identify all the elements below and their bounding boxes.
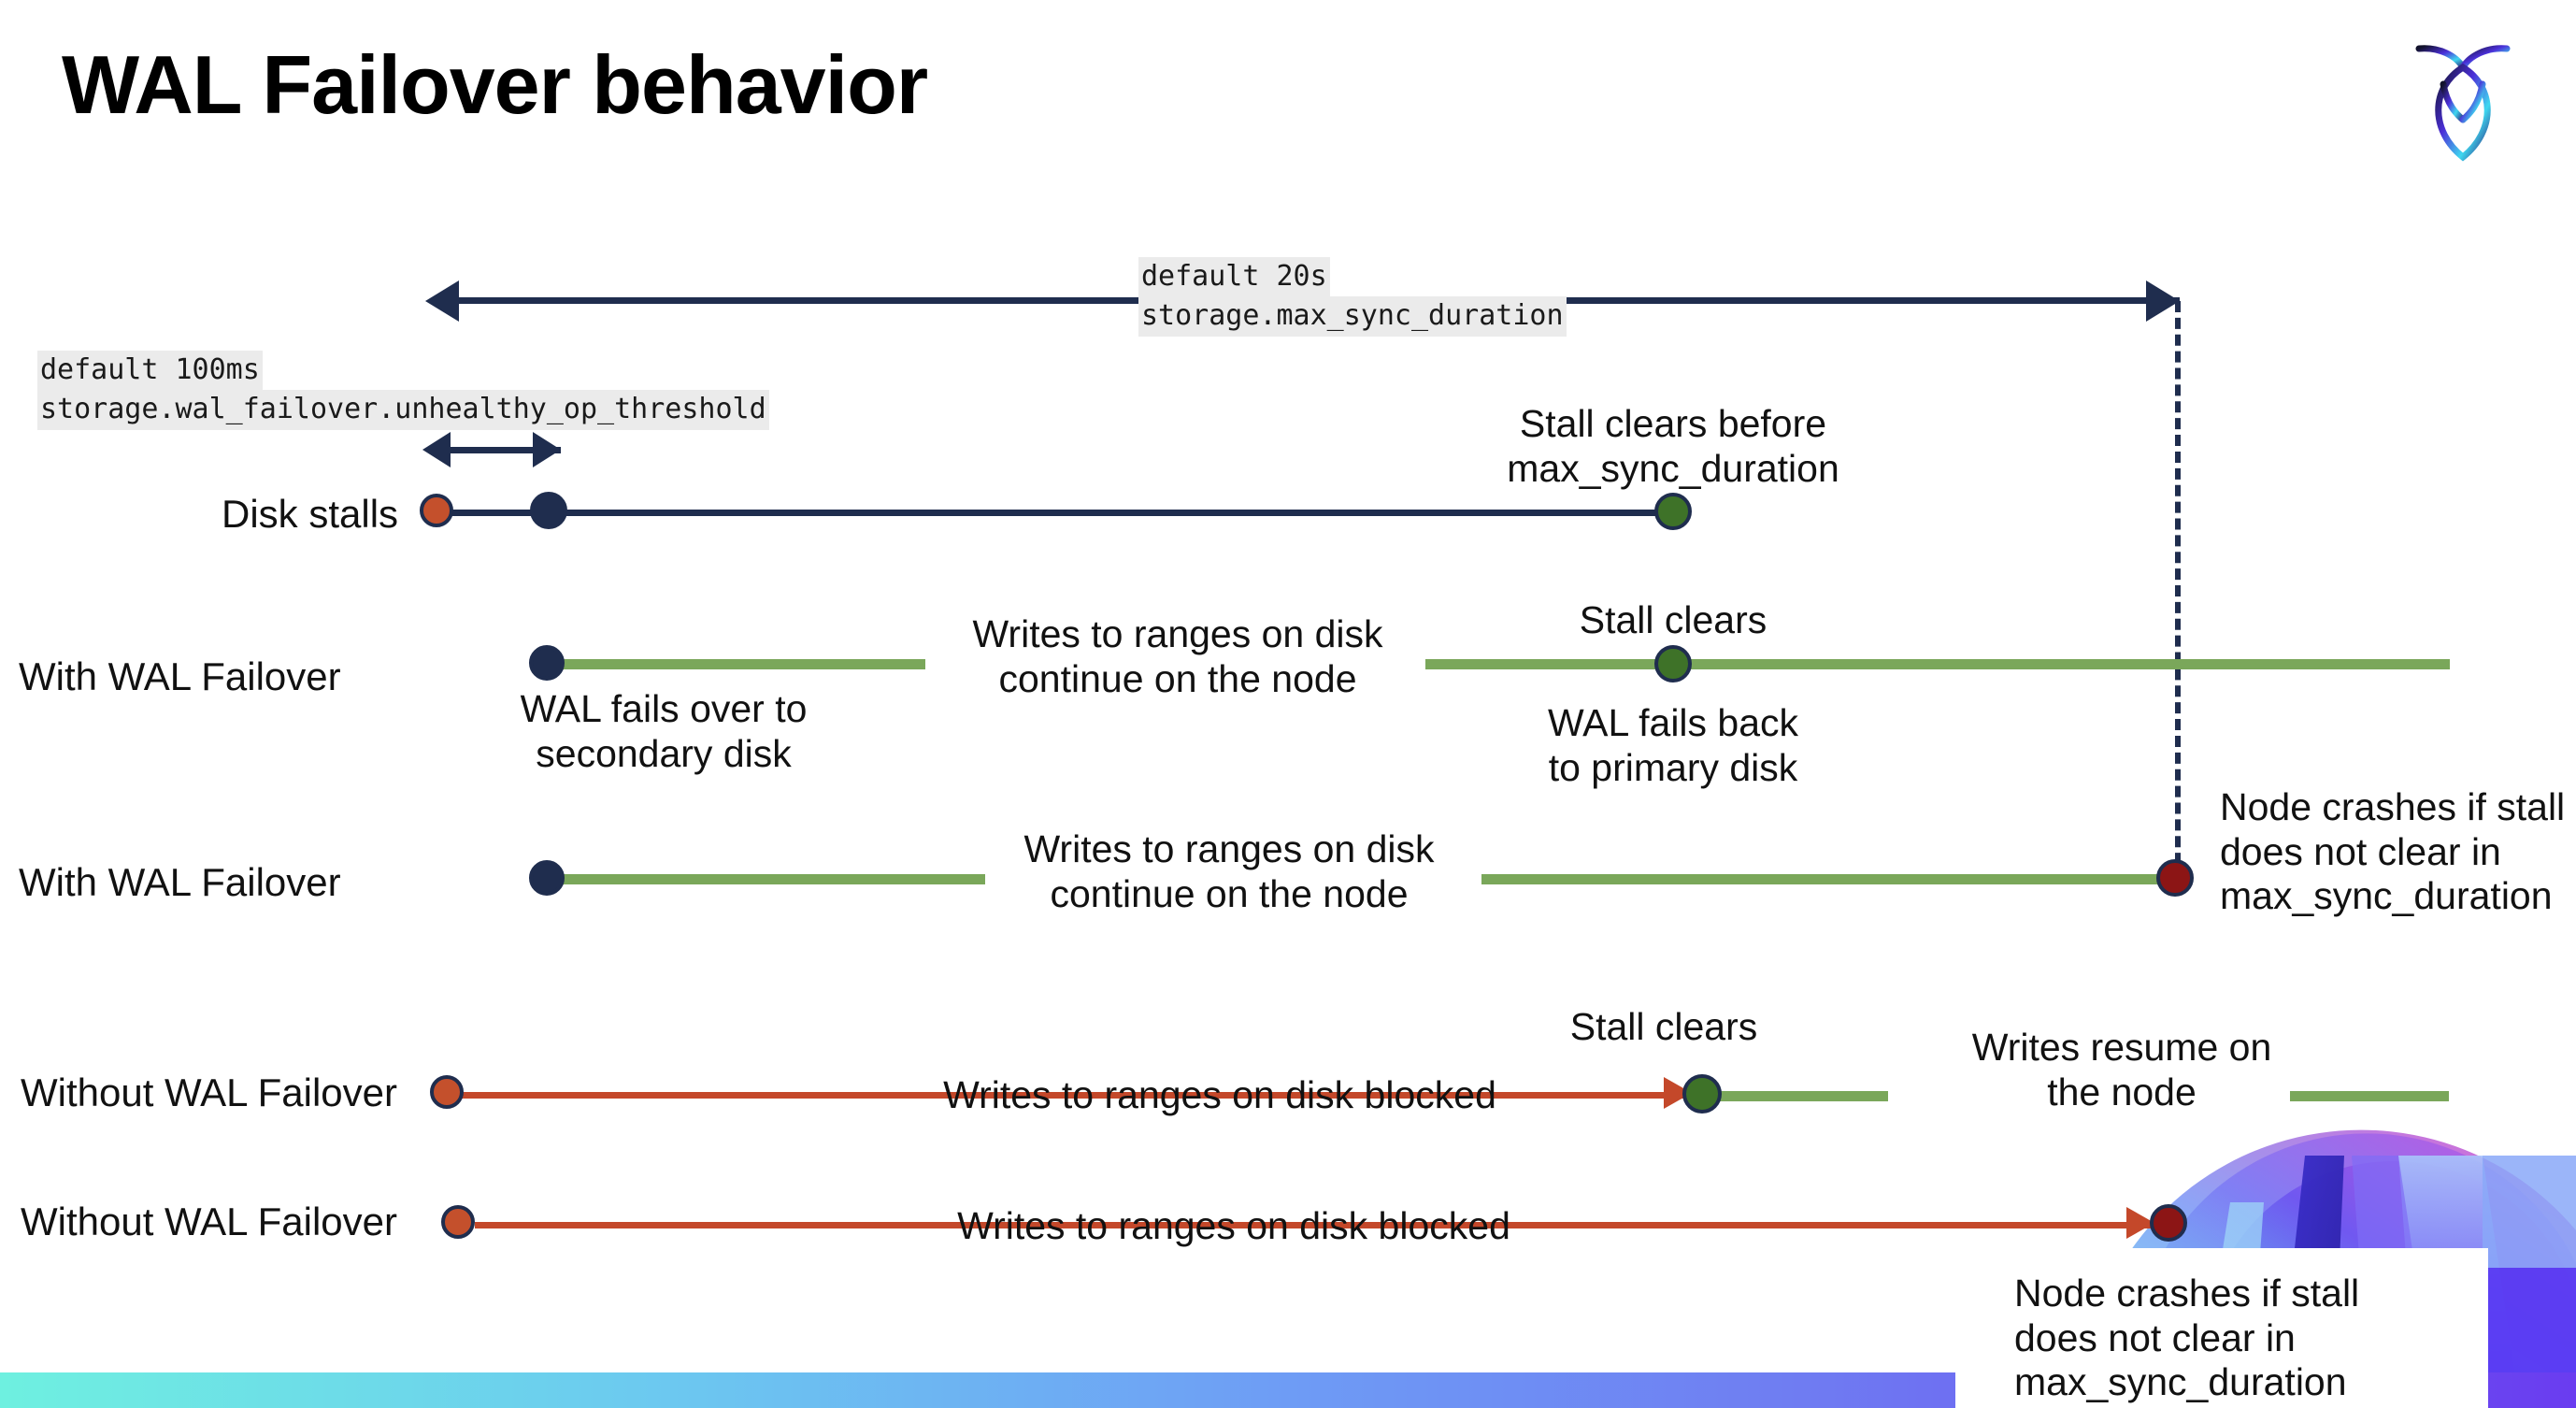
note-node-crashes-1: Node crashes if stall does not clear in … (2220, 785, 2576, 919)
note-line-2: max_sync_duration (1507, 446, 1839, 490)
unhealthy-threshold-span-line (435, 447, 561, 453)
note-stall-clears-row4: Stall clears (1569, 1005, 1758, 1048)
disk-stall-start-dot (420, 494, 453, 527)
note-writes-continue-2: Writes to ranges on disk continue on the… (995, 827, 1463, 916)
note-line-3: max_sync_duration (2220, 874, 2553, 918)
note-line-1: Writes resume on (1971, 1026, 2272, 1069)
note-line-2: continue on the node (1050, 871, 1409, 915)
note-line-1: Writes to ranges on disk (1023, 827, 1435, 870)
note-node-crashes-2: Node crashes if stall does not clear in … (2014, 1272, 2416, 1405)
disk-stall-cleared-dot (1654, 493, 1692, 530)
without-wal-1-blocked-line (462, 1092, 1692, 1099)
note-line-1: Node crashes if stall (2014, 1272, 2360, 1315)
note-writes-continue-1: Writes to ranges on disk continue on the… (939, 612, 1416, 701)
row-label-with-wal-failover-1: With WAL Failover (19, 654, 341, 698)
unhealthy-setting-text: storage.wal_failover.unhealthy_op_thresh… (37, 390, 769, 430)
unhealthy-op-threshold-label: default 100ms storage.wal_failover.unhea… (37, 351, 769, 430)
wal-failover-1-segment-a (550, 659, 925, 669)
note-writes-blocked-1: Writes to ranges on disk blocked (943, 1073, 1496, 1116)
wal-failover-1-segment-b (1425, 659, 2450, 669)
note-line-2: the node (2047, 1070, 2197, 1113)
without-wal-2-blocked-line-tail (1552, 1222, 2154, 1228)
note-stall-clears-before-max-sync: Stall clears before max_sync_duration (1496, 402, 1851, 491)
unhealthy-right-arrowhead (533, 432, 561, 467)
note-line-2: secondary disk (536, 731, 792, 775)
row-label-with-wal-failover-2: With WAL Failover (19, 860, 341, 904)
without-wal-1-stall-start-dot (430, 1075, 464, 1109)
without-wal-2-node-crash-dot (2150, 1204, 2187, 1242)
max-sync-default-text: default 20s (1138, 257, 1330, 297)
max-sync-setting-text: storage.max_sync_duration (1138, 296, 1567, 337)
without-wal-1-resume-line-tail (2290, 1091, 2449, 1101)
note-wal-fails-over: WAL fails over to secondary disk (467, 687, 860, 776)
note-line-1: Stall clears before (1519, 402, 1827, 445)
wal-failover-1-stall-clears-dot (1654, 645, 1692, 682)
note-line-1: WAL fails over to (520, 687, 808, 730)
max-sync-right-arrowhead (2146, 280, 2180, 322)
note-line-3: max_sync_duration (2014, 1360, 2347, 1404)
note-wal-fails-back: WAL fails back to primary disk (1505, 701, 1841, 790)
cockroachdb-logo-icon (2402, 26, 2524, 166)
without-wal-2-stall-start-dot (441, 1205, 475, 1239)
unhealthy-default-text: default 100ms (37, 351, 263, 391)
note-line-2: does not clear in (2014, 1315, 2296, 1359)
without-wal-1-stall-clears-dot (1682, 1074, 1722, 1113)
note-stall-clears-row2: Stall clears (1579, 598, 1767, 641)
note-line-2: continue on the node (998, 656, 1357, 700)
wal-failover-1-failover-dot (529, 645, 565, 681)
note-writes-resume: Writes resume on the node (1944, 1026, 2299, 1114)
note-line-1: WAL fails back (1547, 701, 1799, 744)
max-sync-left-arrowhead (425, 280, 459, 322)
note-line-2: to primary disk (1548, 745, 1798, 789)
page-title: WAL Failover behavior (62, 38, 928, 131)
without-wal-2-blocked-line (475, 1222, 1888, 1228)
without-wal-1-resume-line (1720, 1091, 1888, 1101)
wal-failover-2-segment-a (550, 874, 985, 884)
note-line-2: does not clear in (2220, 829, 2501, 873)
max-sync-duration-dashed-guide (2175, 301, 2181, 881)
max-sync-duration-label: default 20s storage.max_sync_duration (1138, 257, 1567, 337)
disk-stalls-timeline (436, 510, 1682, 516)
note-line-1: Node crashes if stall (2220, 785, 2566, 828)
row-label-disk-stalls: Disk stalls (222, 492, 399, 536)
note-writes-blocked-2: Writes to ranges on disk blocked (957, 1204, 1510, 1247)
row-label-without-wal-failover-2: Without WAL Failover (21, 1200, 397, 1243)
wal-failover-2-segment-b (1481, 874, 2173, 884)
disk-stall-detected-dot (530, 492, 567, 529)
row-label-without-wal-failover-1: Without WAL Failover (21, 1070, 397, 1114)
note-line-1: Writes to ranges on disk (972, 612, 1383, 655)
wal-failover-2-node-crash-dot (2156, 859, 2194, 897)
unhealthy-left-arrowhead (422, 432, 451, 467)
wal-failover-2-failover-dot (529, 860, 565, 896)
